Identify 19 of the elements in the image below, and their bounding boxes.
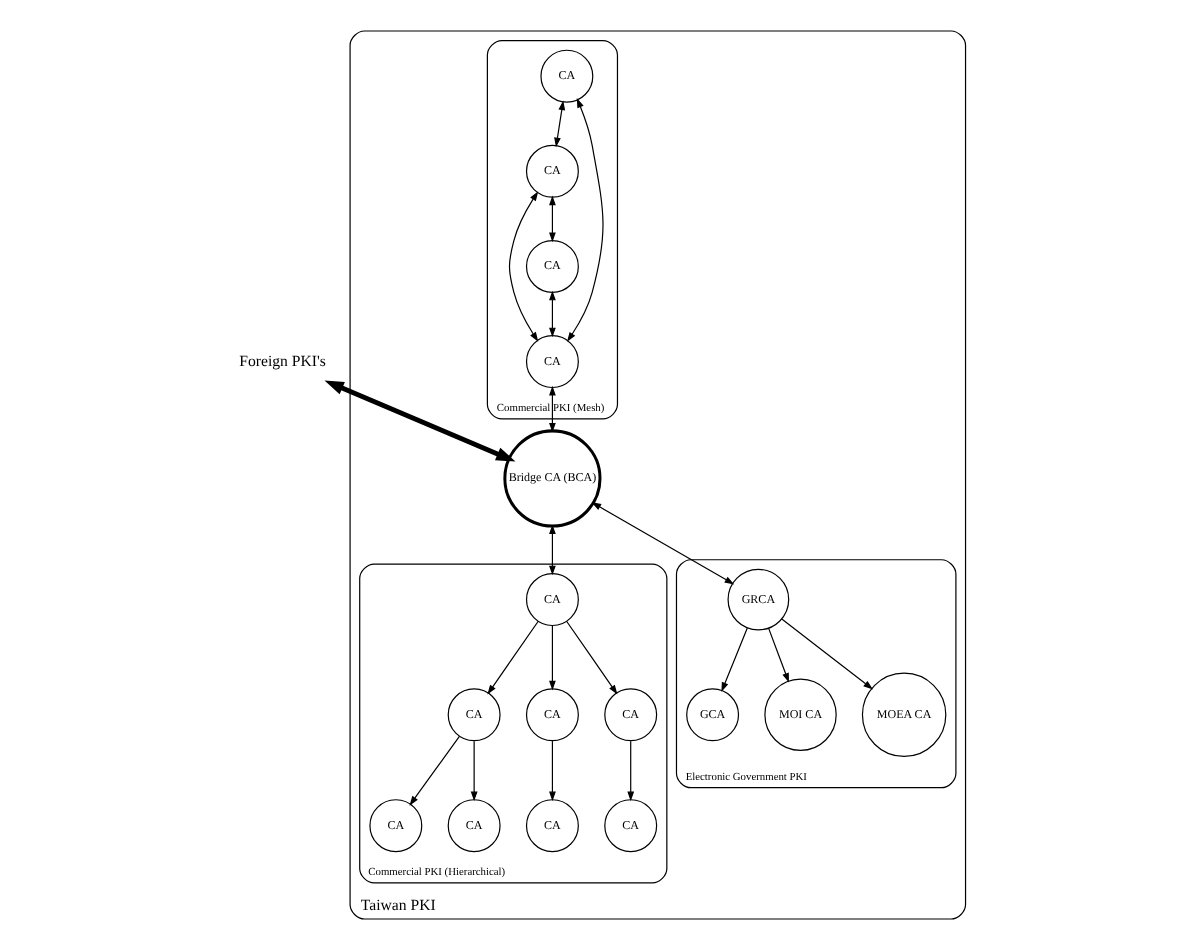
arrow (549, 195, 556, 243)
arrow (549, 625, 556, 691)
arrow (470, 740, 478, 802)
arrow (721, 627, 748, 693)
arrow (549, 524, 556, 576)
arrow (549, 290, 556, 338)
arrow (508, 191, 539, 342)
arrow (768, 627, 789, 683)
arrow (591, 502, 735, 585)
arrow (567, 98, 604, 342)
arrow (487, 620, 539, 695)
arrow (549, 740, 556, 802)
arrow (781, 618, 873, 690)
arrow (566, 620, 618, 695)
arrow (549, 385, 556, 433)
arrow (409, 735, 460, 806)
arrow (554, 100, 566, 148)
arrow (324, 380, 516, 462)
arrow (627, 740, 635, 802)
